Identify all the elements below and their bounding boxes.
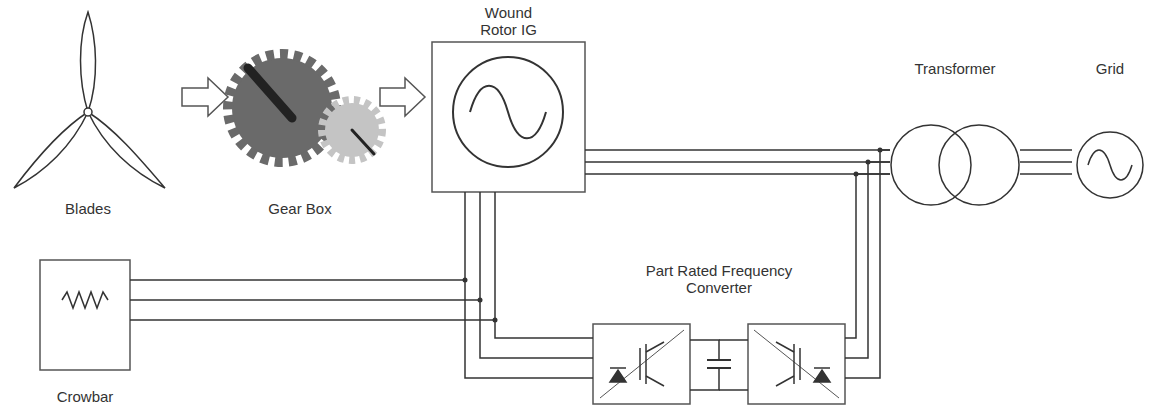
transformer (891, 125, 1019, 205)
phase-wire (130, 299, 480, 301)
node-label: Grid (1072, 60, 1148, 77)
phase-wire (480, 192, 593, 358)
three-phase-connector (845, 148, 890, 379)
node-label: Crowbar (40, 388, 130, 405)
phase-wire (845, 162, 890, 358)
grid-source (1077, 132, 1143, 198)
phase-wire (585, 161, 890, 163)
junction-dot (854, 172, 859, 177)
junction-dot (478, 298, 483, 303)
three-phase-connector (585, 150, 890, 174)
junction-dot (493, 318, 498, 323)
node-label: Wound Rotor IG (473, 4, 545, 38)
node-label: Part Rated Frequency Converter (639, 262, 799, 296)
three-phase-connector (465, 192, 593, 378)
grid-node: Grid (1072, 60, 1148, 200)
phase-wire (465, 192, 593, 378)
flow-arrow (182, 78, 228, 116)
resistor-symbol (62, 292, 108, 308)
converter-box: Part Rated Frequency Converter (593, 262, 845, 404)
node-label: Transformer (890, 60, 1020, 77)
phase-wire (585, 173, 890, 175)
junction-dot (878, 148, 883, 153)
gear-box (228, 54, 382, 162)
three-phase-connector (1020, 150, 1072, 174)
phase-wire (1020, 161, 1072, 163)
part-label: Gear Box (268, 200, 331, 217)
junction-dot (463, 278, 468, 283)
three-phase-connector (130, 278, 498, 323)
phase-wire (1020, 173, 1072, 175)
flow-arrow (380, 78, 425, 116)
phase-wire (1020, 149, 1072, 151)
transformer-node: Transformer (890, 60, 1020, 210)
junction-dot (866, 160, 871, 165)
crowbar-box: Crowbar (40, 260, 130, 405)
part-label: Blades (65, 200, 111, 217)
phase-wire (845, 150, 890, 378)
generator-box: Wound Rotor IG (432, 4, 585, 192)
phase-wire (130, 319, 495, 321)
phase-wire (495, 192, 593, 338)
phase-wire (130, 279, 465, 281)
generator (432, 42, 585, 192)
phase-wire (585, 149, 890, 151)
converter (593, 324, 845, 404)
blades (14, 12, 165, 188)
crowbar-box (40, 260, 130, 370)
